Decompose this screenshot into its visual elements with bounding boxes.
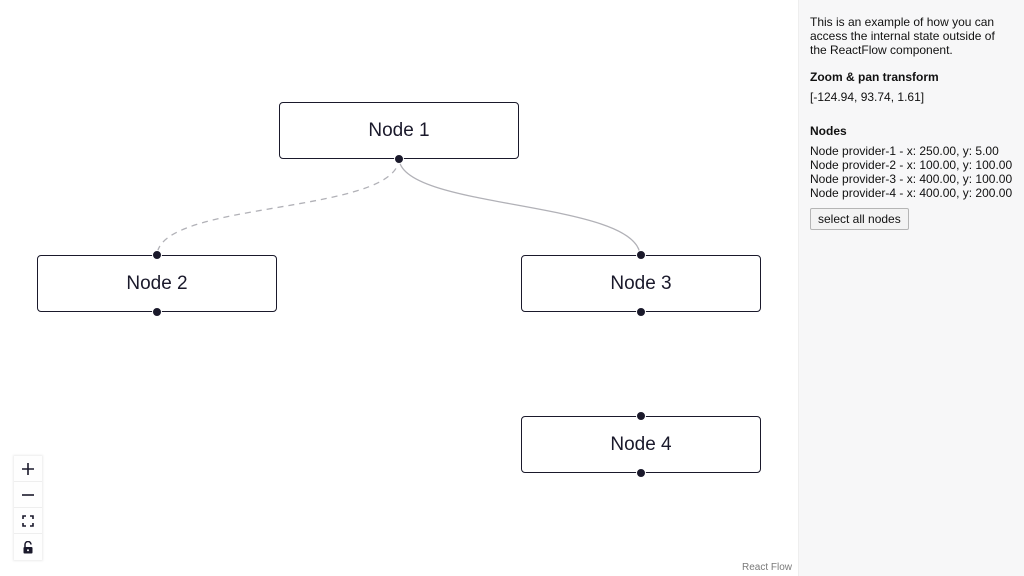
source-handle[interactable] <box>394 154 404 164</box>
react-flow-attribution[interactable]: React Flow <box>742 562 793 573</box>
target-handle[interactable] <box>152 250 162 260</box>
sidebar-description: This is an example of how you can access… <box>810 15 995 57</box>
node-label: Node 4 <box>610 433 672 455</box>
edge-1-2[interactable] <box>156 157 400 257</box>
target-handle[interactable] <box>636 250 646 260</box>
source-handle[interactable] <box>152 307 162 317</box>
transform-title: Zoom & pan transform <box>810 70 939 84</box>
node-position-item: Node provider-3 - x: 400.00, y: 100.00 <box>810 172 1013 186</box>
node-label: Node 1 <box>368 119 430 141</box>
node-position-item: Node provider-2 - x: 100.00, y: 100.00 <box>810 158 1013 172</box>
node-position-list: Node provider-1 - x: 250.00, y: 5.00 Nod… <box>810 144 1013 200</box>
edges-layer <box>156 157 641 257</box>
node-3[interactable]: Node 3 <box>521 250 761 317</box>
node-1[interactable]: Node 1 <box>279 102 519 164</box>
node-position-item: Node provider-1 - x: 250.00, y: 5.00 <box>810 144 999 158</box>
node-label: Node 2 <box>126 272 188 294</box>
edge-1-3[interactable] <box>398 157 641 257</box>
select-all-nodes-button[interactable]: select all nodes <box>810 208 909 230</box>
plus-icon <box>22 462 34 475</box>
sidebar: This is an example of how you can access… <box>798 0 1024 576</box>
zoom-in-button[interactable] <box>14 456 42 482</box>
node-label: Node 3 <box>610 272 672 294</box>
transform-value: [-124.94, 93.74, 1.61] <box>810 90 925 104</box>
lock-icon <box>23 540 33 553</box>
source-handle[interactable] <box>636 307 646 317</box>
target-handle[interactable] <box>636 411 646 421</box>
fit-view-button[interactable] <box>14 508 42 534</box>
zoom-out-button[interactable] <box>14 482 42 508</box>
node-position-item: Node provider-4 - x: 400.00, y: 200.00 <box>810 186 1013 200</box>
node-4[interactable]: Node 4 <box>521 411 761 478</box>
flow-controls <box>14 456 42 560</box>
source-handle[interactable] <box>636 468 646 478</box>
nodes-title: Nodes <box>810 124 847 138</box>
flow-canvas[interactable]: Node 1 Node 2 Node 3 Node 4 <box>0 0 798 576</box>
node-2[interactable]: Node 2 <box>37 250 277 317</box>
fit-view-icon <box>22 514 34 527</box>
minus-icon <box>22 493 34 496</box>
toggle-interactivity-button[interactable] <box>14 534 42 560</box>
